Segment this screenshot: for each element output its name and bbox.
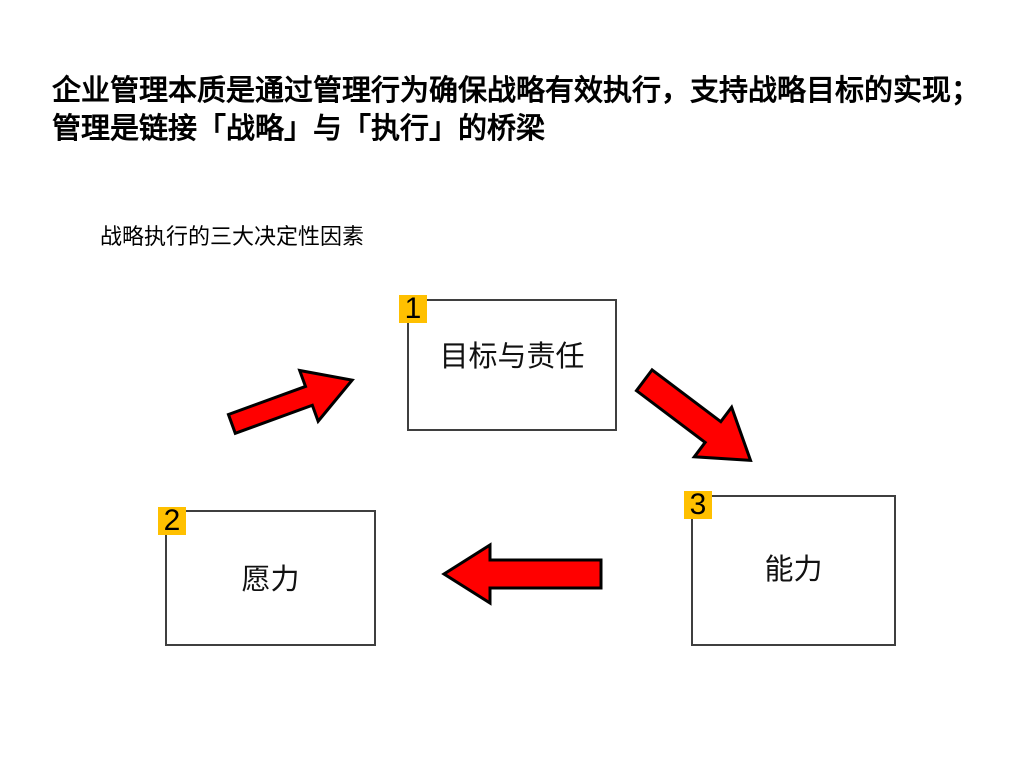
node-box-goals-and-responsibility[interactable]: 目标与责任 [407,299,617,431]
node-box-capability[interactable]: 能力 [691,495,896,646]
node-box-willpower[interactable]: 愿力 [165,510,376,646]
slide-title: 企业管理本质是通过管理行为确保战略有效执行，支持战略目标的实现；管理是链接「战略… [52,75,981,145]
arrow-capability-to-willpower-icon [441,542,603,606]
node-badge-3-number: 3 [689,488,707,521]
arrow-willpower-to-goals-icon [226,368,355,436]
node-badge-2: 2 [158,504,186,537]
node-label-capability: 能力 [764,554,823,587]
node-label-goals-and-responsibility: 目标与责任 [439,340,585,373]
arrow-goals-to-capability-icon [634,367,753,462]
node-badge-1-number: 1 [404,292,422,325]
slide-subtitle: 战略执行的三大决定性因素 [100,224,365,249]
node-badge-1: 1 [399,292,427,325]
node-badge-3: 3 [684,488,712,521]
node-badge-2-number: 2 [163,504,181,537]
node-label-willpower: 愿力 [241,563,300,596]
